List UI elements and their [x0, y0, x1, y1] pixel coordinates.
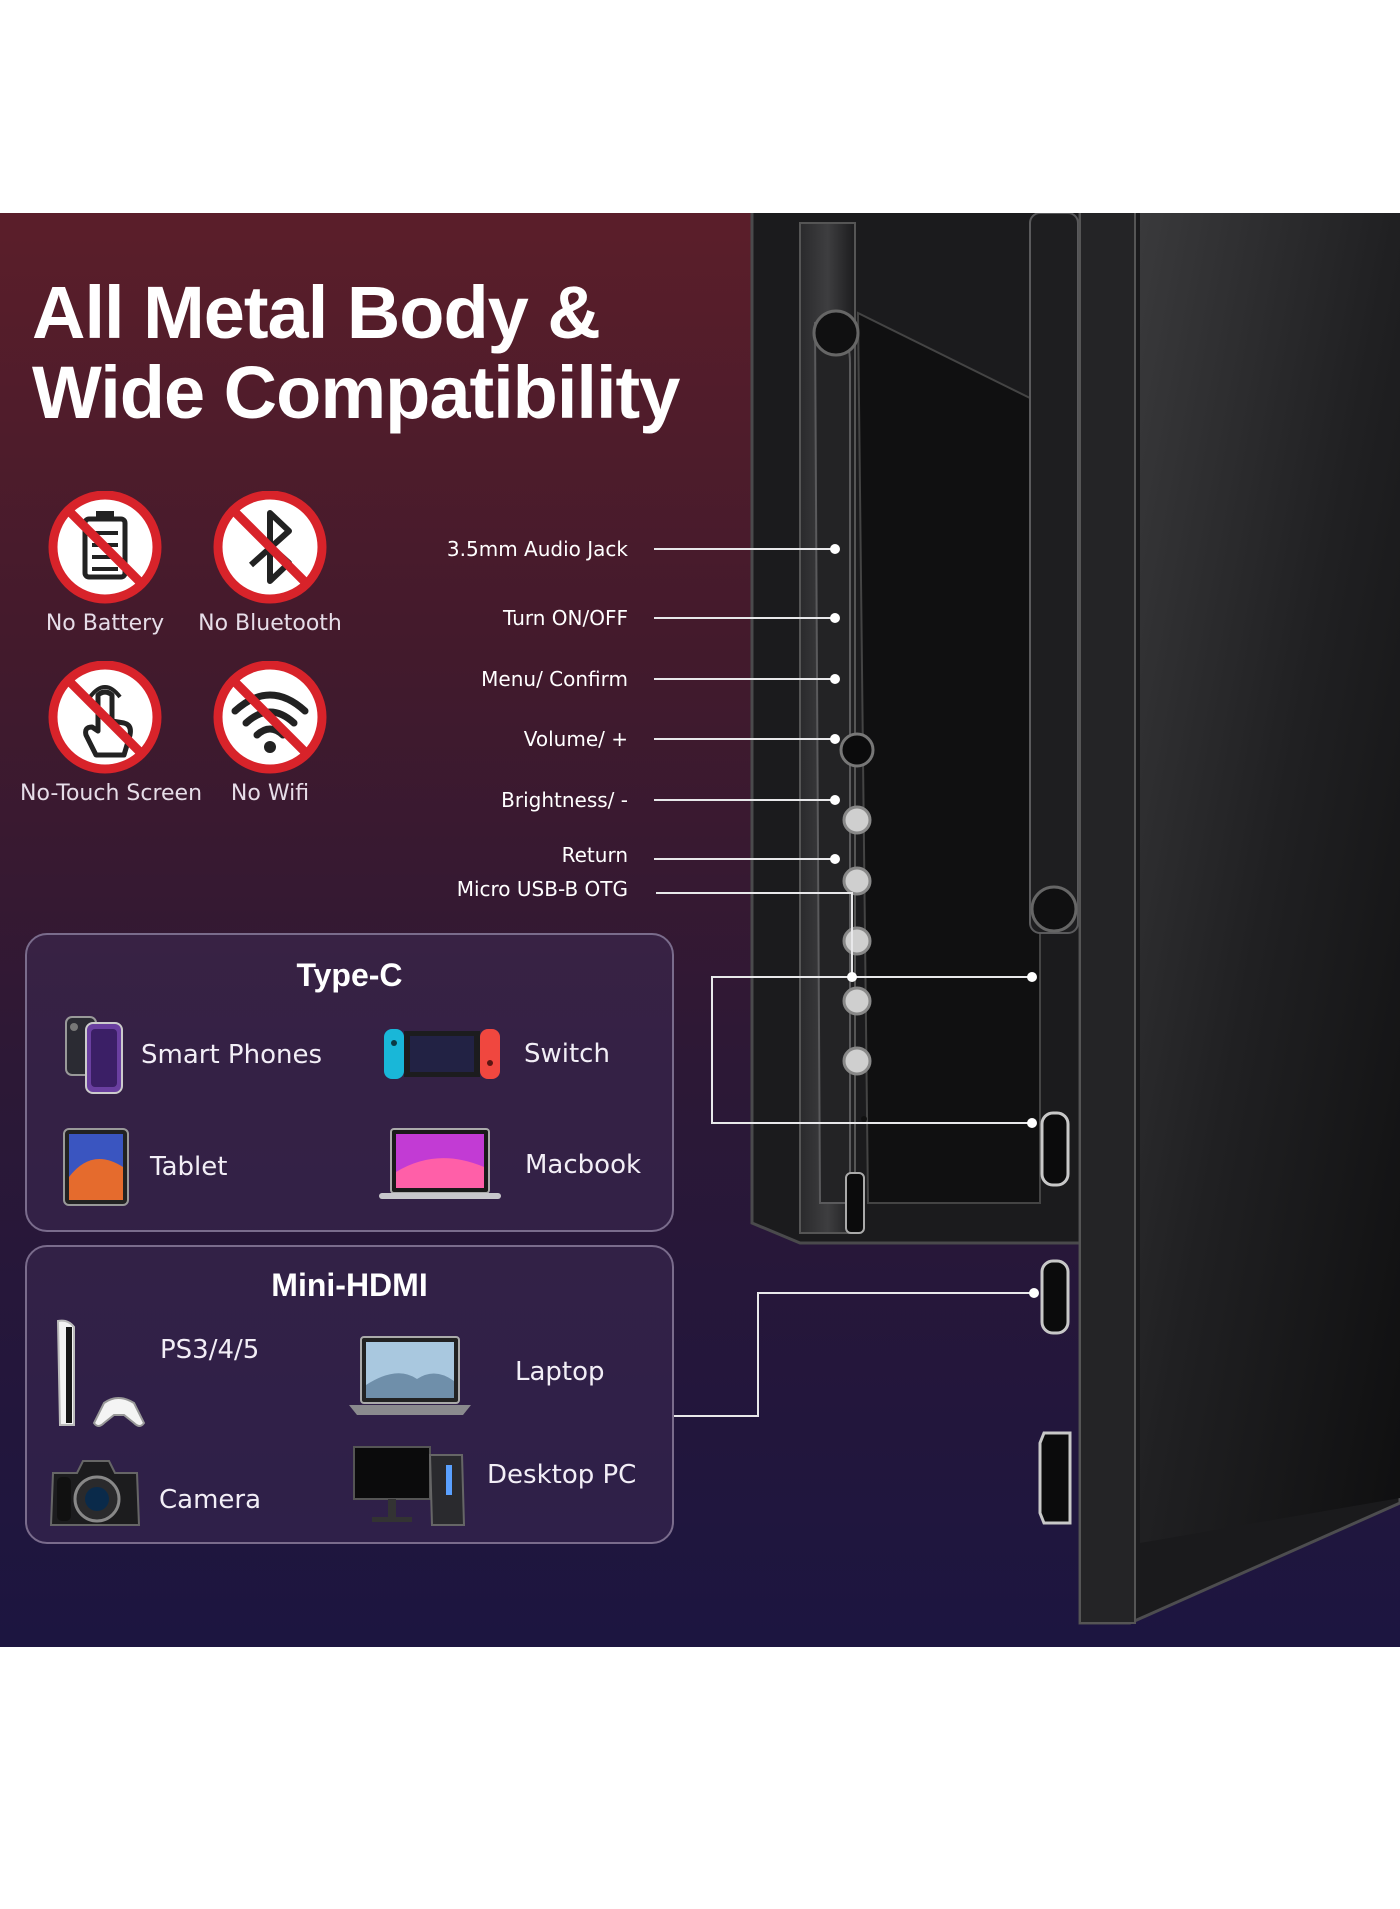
no-wifi-label: No Wifi — [230, 781, 310, 806]
no-touch-screen-badge: No-Touch Screen — [20, 661, 203, 811]
device-ps: PS3/4/5 — [52, 1317, 259, 1432]
device-label: Laptop — [515, 1357, 605, 1387]
laptop-icon — [379, 1128, 501, 1199]
desktop-pc-icon — [353, 1446, 466, 1526]
smartphone-icon — [65, 1016, 123, 1094]
device-label: Macbook — [525, 1150, 642, 1180]
mini-hdmi-panel: Mini-HDMI PS3/4/5 Laptop — [25, 1245, 674, 1544]
device-desktop-pc: Desktop PC — [352, 1445, 636, 1527]
camera-icon — [49, 1460, 141, 1526]
device-tablet: Tablet — [62, 1127, 227, 1207]
mini-hdmi-title: Mini-HDMI — [271, 1267, 428, 1303]
port-label-micro-usb: Micro USB-B OTG — [456, 877, 628, 901]
game-console-icon — [384, 1029, 500, 1079]
battery-icon — [48, 491, 162, 604]
laptop-icon — [349, 1336, 471, 1415]
port-label-return: Return — [561, 843, 628, 867]
headline-line-2: Wide Compatibility — [32, 351, 680, 434]
product-banner: All Metal Body & Wide Compatibility No B… — [0, 213, 1400, 1647]
device-label: Switch — [524, 1039, 610, 1069]
no-battery-label: No Battery — [45, 611, 165, 636]
device-label: Tablet — [150, 1152, 228, 1182]
no-bluetooth-badge: No Bluetooth — [185, 491, 355, 641]
device-label: Desktop PC — [487, 1460, 637, 1490]
port-label-power: Turn ON/OFF — [503, 606, 628, 630]
tablet-icon — [63, 1128, 129, 1206]
device-label: PS3/4/5 — [160, 1334, 260, 1365]
console-controller-icon — [56, 1319, 146, 1427]
no-bluetooth-label: No Bluetooth — [198, 611, 342, 636]
port-label-audio-jack: 3.5mm Audio Jack — [446, 537, 628, 561]
no-touch-screen-label: No-Touch Screen — [20, 781, 203, 806]
device-switch: Switch — [382, 1027, 610, 1081]
monitor-side-view — [750, 213, 1400, 1625]
device-smart-phones: Smart Phones — [62, 1015, 322, 1095]
device-laptop: Laptop — [347, 1335, 605, 1417]
wifi-icon — [213, 661, 327, 774]
device-label: Camera — [159, 1485, 262, 1515]
no-wifi-badge: No Wifi — [185, 661, 355, 811]
no-battery-badge: No Battery — [20, 491, 190, 641]
port-label-volume: Volume/ + — [523, 727, 628, 751]
bluetooth-icon — [213, 491, 327, 604]
type-c-title: Type-C — [296, 957, 403, 993]
headline: All Metal Body & Wide Compatibility — [32, 271, 680, 434]
device-label: Smart Phones — [141, 1040, 322, 1070]
headline-line-1: All Metal Body & — [32, 271, 601, 354]
device-camera: Camera — [47, 1455, 261, 1529]
type-c-panel: Type-C Smart Phones Switch — [25, 933, 674, 1232]
device-macbook: Macbook — [377, 1127, 641, 1203]
touch-hand-icon — [48, 661, 162, 774]
port-label-brightness: Brightness/ - — [501, 788, 628, 812]
port-label-menu: Menu/ Confirm — [481, 667, 628, 691]
